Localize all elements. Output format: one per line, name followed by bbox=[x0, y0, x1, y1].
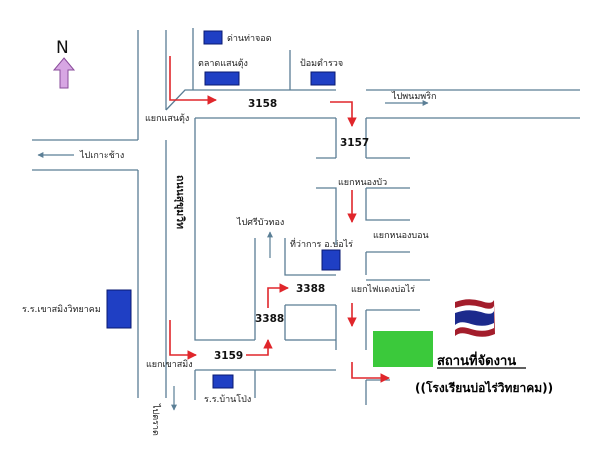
police-label: ป้อมตำรวจ bbox=[300, 58, 343, 69]
checkpoint-building bbox=[203, 30, 223, 45]
district-office-building bbox=[321, 249, 341, 271]
junction-saen-tung-label: แยกแสนตุ้ง bbox=[145, 113, 189, 124]
district-office-label: ที่ว่าการ อ.บ่อไร่ bbox=[290, 237, 353, 250]
school-khao-saming-label: ร.ร.เขาสมิงวิทยาคม bbox=[22, 304, 101, 315]
compass: N bbox=[52, 38, 76, 89]
route-arrow bbox=[351, 362, 390, 383]
school-khao-saming-building bbox=[106, 289, 132, 329]
checkpoint-label: ด่านท่าจอด bbox=[227, 34, 272, 44]
road-sukhumvit bbox=[194, 118, 255, 341]
to-koh-chang-label: ไปเกาะช้าง bbox=[79, 150, 124, 161]
road-number-3158: 3158 bbox=[248, 98, 277, 110]
road-number-3388: 3388 bbox=[255, 313, 284, 325]
road-number-3157: 3157 bbox=[340, 137, 369, 149]
compass-letter: N bbox=[56, 38, 69, 58]
route-arrow bbox=[169, 56, 217, 105]
junction-khao-saming-label: แยกเขาสมิง bbox=[146, 359, 193, 370]
to-si-bua-thong-label: ไปศรีบัวทอง bbox=[236, 217, 284, 228]
to-phanom-phrik-label: ไปพนมพริก bbox=[391, 91, 436, 102]
north-arrow-icon bbox=[52, 57, 76, 89]
road-si-bua-thong bbox=[284, 238, 336, 276]
road-network bbox=[32, 28, 580, 405]
route-arrow bbox=[267, 283, 289, 308]
road-3157 bbox=[316, 187, 337, 245]
road-3158 bbox=[165, 89, 336, 111]
venue-building bbox=[373, 331, 433, 367]
junction-fai-daeng-label: แยกไฟแดงบ่อไร่ bbox=[351, 284, 415, 295]
route-arrow bbox=[330, 101, 357, 127]
venue-title: สถานที่จัดงาน bbox=[437, 351, 516, 369]
market-label: ตลาดแสนตุ้ง bbox=[198, 58, 248, 69]
police-building bbox=[310, 71, 336, 86]
market-building bbox=[204, 71, 240, 86]
school-ban-pong-label: ร.ร.บ้านโป่ง bbox=[204, 394, 251, 405]
road-number-3159: 3159 bbox=[214, 350, 243, 362]
road-3157 bbox=[365, 188, 410, 221]
route-arrows bbox=[169, 56, 390, 383]
road-number-3388: 3388 bbox=[296, 283, 325, 295]
thailand-flag-icon bbox=[455, 299, 495, 337]
junction-nong-bon-label: แยกหนองบอน bbox=[373, 231, 429, 241]
route-arrow bbox=[169, 320, 197, 360]
junction-nong-bua-label: แยกหนองบัว bbox=[338, 178, 387, 188]
route-arrow bbox=[246, 339, 273, 356]
direction-arrows bbox=[37, 100, 429, 411]
venue-subtitle: ((โรงเรียนบ่อไร่วิทยาคม)) bbox=[415, 380, 553, 395]
sukhumvit-road-label: ถนนสุขุมวิท bbox=[173, 175, 186, 229]
to-trat-label: ไปตราด bbox=[150, 403, 161, 436]
school-ban-pong-building bbox=[212, 374, 234, 389]
